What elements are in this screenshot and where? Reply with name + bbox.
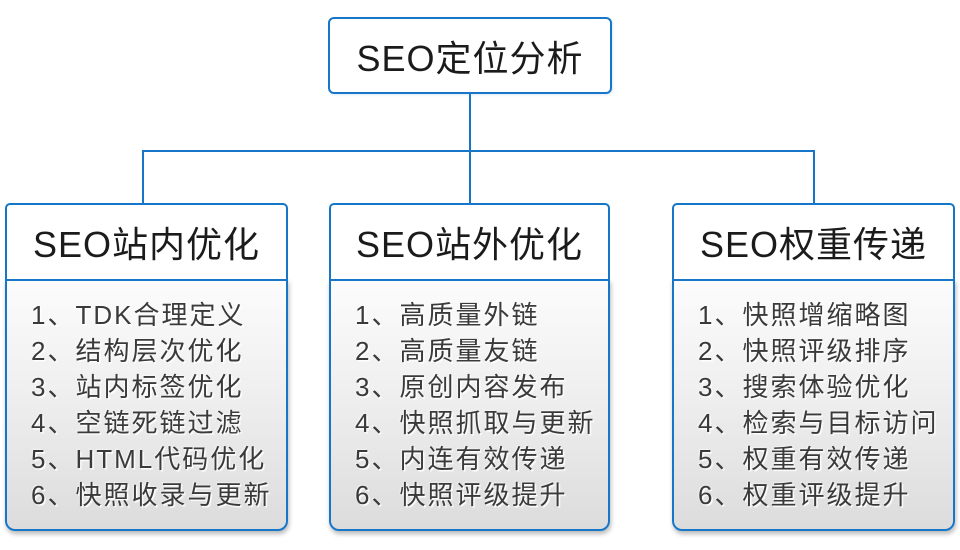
- branch-onsite-optimization: SEO站内优化 1、TDK合理定义 2、结构层次优化 3、站内标签优化 4、空链…: [5, 203, 288, 531]
- list-item: 4、空链死链过滤: [31, 408, 244, 438]
- connector-root-vertical: [469, 93, 471, 151]
- list-item: 6、快照评级提升: [355, 480, 568, 510]
- branch-item-list: 1、TDK合理定义 2、结构层次优化 3、站内标签优化 4、空链死链过滤 5、H…: [5, 279, 288, 531]
- branch-item-list: 1、高质量外链 2、高质量友链 3、原创内容发布 4、快照抓取与更新 5、内连有…: [329, 279, 610, 531]
- list-item: 5、内连有效传递: [355, 444, 568, 474]
- list-item: 6、快照收录与更新: [31, 480, 272, 510]
- list-item: 3、站内标签优化: [31, 372, 244, 402]
- list-item: 1、高质量外链: [355, 300, 540, 330]
- connector-horizontal-rail: [142, 150, 815, 152]
- branch-offsite-optimization: SEO站外优化 1、高质量外链 2、高质量友链 3、原创内容发布 4、快照抓取与…: [329, 203, 610, 531]
- branch-title: SEO权重传递: [672, 203, 955, 281]
- connector-drop-right: [813, 150, 815, 205]
- list-item: 1、TDK合理定义: [31, 300, 246, 330]
- list-item: 4、快照抓取与更新: [355, 408, 596, 438]
- list-item: 2、快照评级排序: [698, 336, 911, 366]
- branch-title: SEO站内优化: [5, 203, 288, 281]
- root-node-seo-positioning-analysis: SEO定位分析: [328, 17, 612, 94]
- list-item: 1、快照增缩略图: [698, 300, 911, 330]
- branch-weight-transfer: SEO权重传递 1、快照增缩略图 2、快照评级排序 3、搜索体验优化 4、检索与…: [672, 203, 955, 531]
- branch-title: SEO站外优化: [329, 203, 610, 281]
- list-item: 6、权重评级提升: [698, 480, 911, 510]
- list-item: 5、HTML代码优化: [31, 444, 267, 474]
- list-item: 3、搜索体验优化: [698, 372, 911, 402]
- list-item: 3、原创内容发布: [355, 372, 568, 402]
- list-item: 2、结构层次优化: [31, 336, 244, 366]
- list-item: 5、权重有效传递: [698, 444, 911, 474]
- branch-item-list: 1、快照增缩略图 2、快照评级排序 3、搜索体验优化 4、检索与目标访问 5、权…: [672, 279, 955, 531]
- list-item: 2、高质量友链: [355, 336, 540, 366]
- list-item: 4、检索与目标访问: [698, 408, 939, 438]
- connector-drop-middle: [469, 150, 471, 205]
- connector-drop-left: [142, 150, 144, 205]
